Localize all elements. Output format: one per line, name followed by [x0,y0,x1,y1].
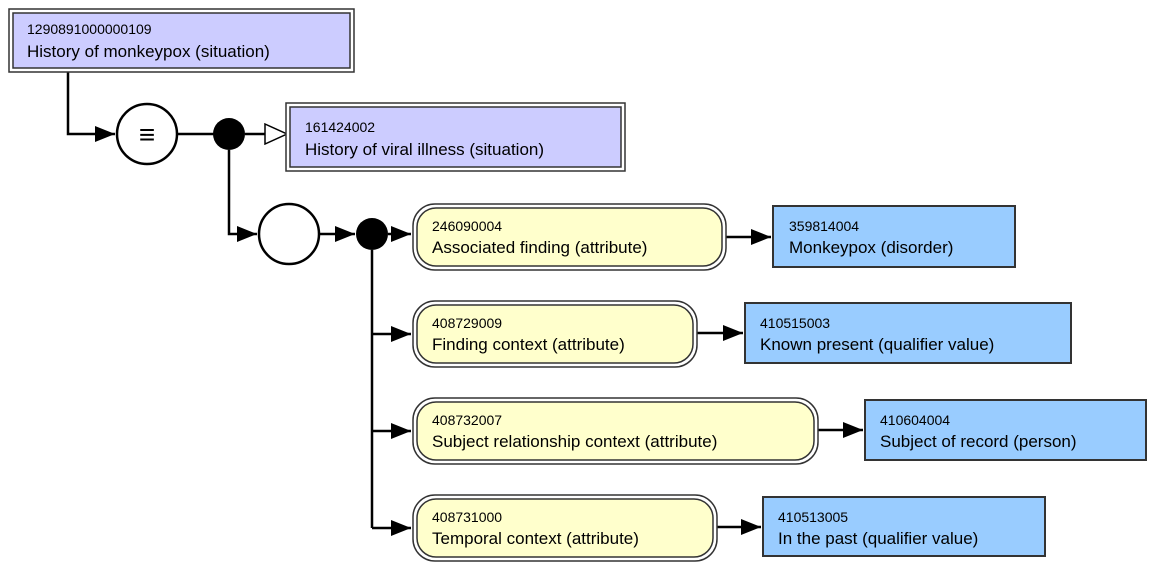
attribute-id: 408732007 [432,412,502,428]
value-box[interactable]: 410604004 Subject of record (person) [864,399,1147,461]
attribute-box[interactable]: 408731000 Temporal context (attribute) [412,494,718,562]
parent-id: 161424002 [305,119,375,135]
attribute-box[interactable]: 408729009 Finding context (attribute) [412,300,698,368]
connectors [66,72,863,536]
attribute-group-circle [257,202,321,266]
attribute-term: Associated finding (attribute) [432,238,647,257]
value-box[interactable]: 410515003 Known present (qualifier value… [744,302,1072,364]
value-term: Known present (qualifier value) [760,335,994,354]
attribute-id: 246090004 [432,218,502,234]
concept-term: History of monkeypox (situation) [27,42,270,61]
value-id: 359814004 [789,218,859,234]
attribute-box[interactable]: 246090004 Associated finding (attribute) [412,203,727,271]
equivalence-symbol: ≡ [115,102,179,166]
attribute-term: Finding context (attribute) [432,335,625,354]
attribute-id: 408729009 [432,315,502,331]
group-conjunction-dot [356,218,388,250]
value-box[interactable]: 359814004 Monkeypox (disorder) [772,205,1016,268]
attribute-box[interactable]: 408732007 Subject relationship context (… [412,397,819,465]
value-id: 410604004 [880,412,950,428]
parent-term: History of viral illness (situation) [305,140,544,159]
value-term: Subject of record (person) [880,432,1077,451]
conjunction-dot [213,118,245,150]
attribute-id: 408731000 [432,509,502,525]
connector-concept-to-definition [66,72,115,142]
value-term: In the past (qualifier value) [778,529,978,548]
value-box[interactable]: 410513005 In the past (qualifier value) [762,496,1046,557]
attribute-term: Subject relationship context (attribute) [432,432,717,451]
value-id: 410513005 [778,509,848,525]
concept-box[interactable]: 1290891000000109 History of monkeypox (s… [8,8,355,73]
value-term: Monkeypox (disorder) [789,238,953,257]
connector-conjunction-to-group [227,150,257,242]
concept-id: 1290891000000109 [27,21,152,37]
value-id: 410515003 [760,315,830,331]
attribute-term: Temporal context (attribute) [432,529,639,548]
definition-status-label: ≡ [139,119,155,150]
parent-concept-box[interactable]: 161424002 History of viral illness (situ… [285,102,626,172]
